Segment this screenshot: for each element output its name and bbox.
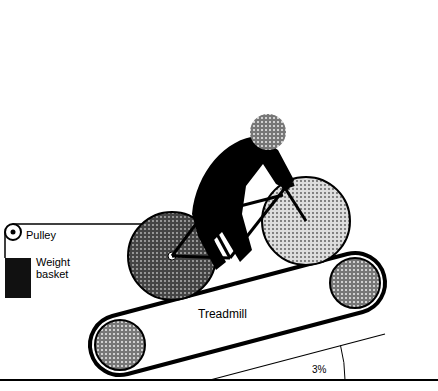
part-label: Weight basket — [36, 256, 80, 280]
ground-line — [0, 379, 438, 381]
pulley-axle — [11, 230, 16, 235]
handlebar — [282, 184, 294, 188]
cyclist-head — [250, 114, 286, 150]
weight-basket — [5, 258, 31, 298]
part-label: Treadmill — [198, 308, 247, 320]
basket-rope — [4, 232, 6, 258]
front-wheel — [262, 177, 350, 265]
pulley-wheel — [5, 224, 21, 240]
cyclist-silhouette — [192, 136, 294, 270]
treadmill-roller — [330, 258, 380, 308]
part-label: Pulley — [26, 229, 56, 241]
treadmill-roller — [95, 320, 145, 370]
angle-arc — [341, 346, 346, 381]
angle-label: 3% — [312, 364, 326, 376]
